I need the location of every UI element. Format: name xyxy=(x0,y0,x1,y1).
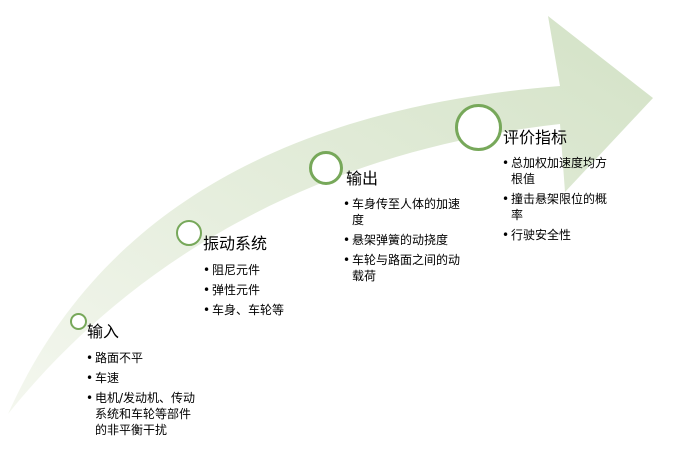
list-item: 悬架弹簧的动挠度 xyxy=(343,232,465,248)
stage-vibration-system-list: 阻尼元件 弹性元件 车身、车轮等 xyxy=(203,262,323,322)
list-item: 总加权加速度均方根值 xyxy=(502,155,612,187)
stage-output-list: 车身传至人体的加速度 悬架弹簧的动挠度 车轮与路面之间的动载荷 xyxy=(343,196,465,288)
stage-output-title: 输出 xyxy=(346,169,379,188)
stage-input-node xyxy=(70,313,87,330)
stage-input-title: 输入 xyxy=(87,322,120,341)
list-item: 行驶安全性 xyxy=(502,227,612,243)
list-item: 车轮与路面之间的动载荷 xyxy=(343,252,465,284)
stage-output-node xyxy=(309,151,343,185)
stage-vibration-system-node xyxy=(176,220,202,246)
list-item: 弹性元件 xyxy=(203,282,323,298)
list-item: 路面不平 xyxy=(86,350,198,366)
stage-evaluation-node xyxy=(455,104,502,151)
list-item: 车身、车轮等 xyxy=(203,302,323,318)
stage-vibration-system-title: 振动系统 xyxy=(203,234,268,253)
stage-evaluation-list: 总加权加速度均方根值 撞击悬架限位的概率 行驶安全性 xyxy=(502,155,612,247)
list-item: 车速 xyxy=(86,370,198,386)
stage-input-list: 路面不平 车速 电机/发动机、传动系统和车轮等部件的非平衡干扰 xyxy=(86,350,198,442)
stage-evaluation-title: 评价指标 xyxy=(503,128,568,147)
list-item: 电机/发动机、传动系统和车轮等部件的非平衡干扰 xyxy=(86,390,198,438)
list-item: 车身传至人体的加速度 xyxy=(343,196,465,228)
list-item: 阻尼元件 xyxy=(203,262,323,278)
list-item: 撞击悬架限位的概率 xyxy=(502,191,612,223)
